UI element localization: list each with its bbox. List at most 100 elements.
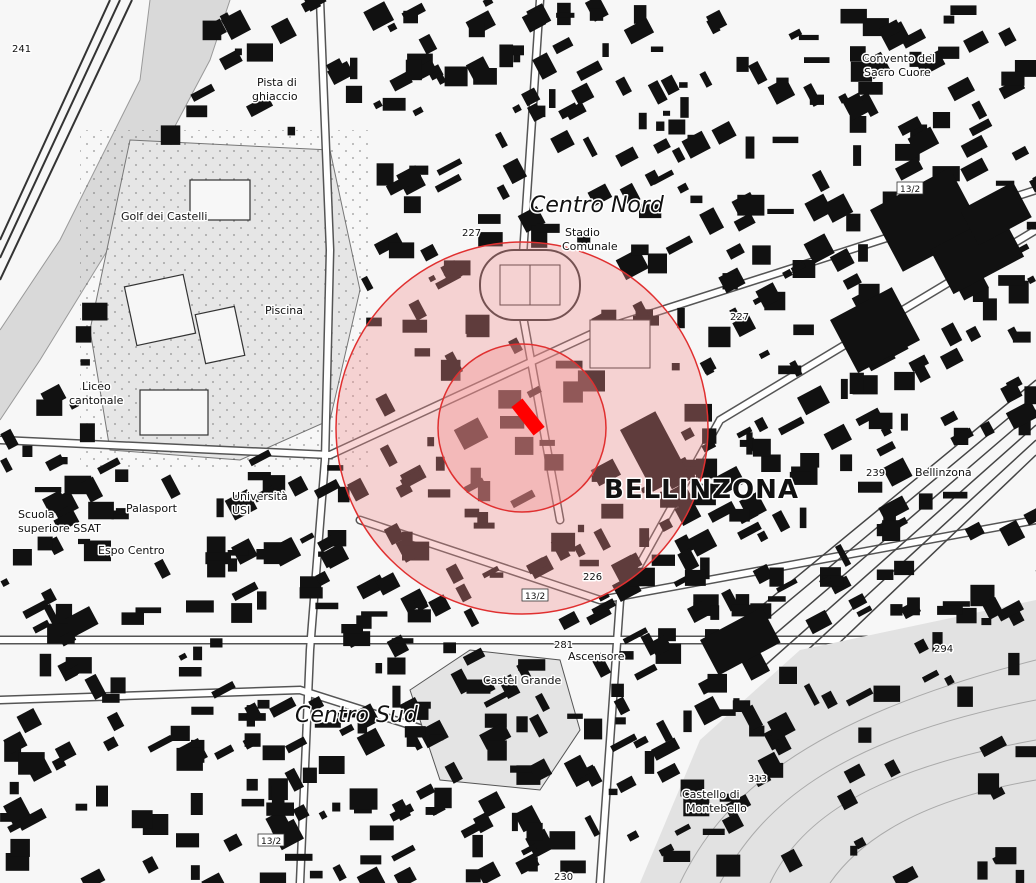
building bbox=[468, 23, 485, 38]
building bbox=[797, 385, 830, 416]
building bbox=[412, 106, 424, 117]
building bbox=[385, 176, 411, 196]
building bbox=[253, 485, 276, 503]
building bbox=[800, 453, 820, 468]
building bbox=[684, 569, 706, 586]
building bbox=[1008, 652, 1020, 676]
building bbox=[707, 500, 737, 523]
building bbox=[337, 711, 358, 718]
building bbox=[65, 664, 82, 679]
building bbox=[822, 575, 844, 587]
building bbox=[373, 232, 403, 256]
building bbox=[343, 631, 371, 647]
building bbox=[644, 751, 655, 774]
building bbox=[318, 810, 328, 820]
building bbox=[789, 471, 811, 485]
building bbox=[434, 173, 462, 193]
building bbox=[998, 27, 1017, 47]
building bbox=[650, 737, 681, 761]
railway-west bbox=[0, 0, 133, 281]
building bbox=[719, 793, 739, 802]
building bbox=[535, 692, 550, 712]
building bbox=[406, 727, 423, 751]
elevation-label: 227 bbox=[462, 228, 481, 239]
building bbox=[602, 43, 609, 57]
building bbox=[79, 423, 95, 443]
building bbox=[960, 181, 1032, 246]
building bbox=[882, 457, 913, 487]
building bbox=[414, 348, 431, 357]
building bbox=[473, 68, 497, 85]
building bbox=[332, 802, 341, 812]
building bbox=[608, 788, 618, 796]
elevation-label: 239 bbox=[866, 468, 885, 479]
building bbox=[960, 134, 988, 158]
building bbox=[408, 299, 427, 321]
project-site[interactable] bbox=[511, 398, 545, 436]
building bbox=[190, 865, 200, 880]
building bbox=[837, 788, 859, 811]
building bbox=[590, 458, 622, 487]
building bbox=[416, 783, 436, 800]
building bbox=[444, 761, 463, 784]
sports-pitches bbox=[123, 179, 251, 436]
building bbox=[227, 550, 249, 556]
building bbox=[845, 687, 874, 707]
building bbox=[80, 476, 104, 503]
building bbox=[778, 365, 802, 375]
building bbox=[977, 861, 988, 880]
building bbox=[589, 8, 604, 21]
building bbox=[699, 207, 725, 236]
building bbox=[615, 717, 626, 725]
building bbox=[335, 715, 345, 725]
building bbox=[848, 593, 868, 610]
building bbox=[944, 674, 955, 686]
building bbox=[402, 531, 413, 546]
building bbox=[435, 271, 462, 290]
building bbox=[840, 378, 848, 399]
building bbox=[515, 853, 540, 875]
building bbox=[518, 659, 546, 671]
building bbox=[383, 522, 405, 546]
building bbox=[257, 591, 267, 610]
building bbox=[798, 34, 819, 41]
outer-buffer[interactable] bbox=[335, 241, 709, 615]
road-shield: 13/2 bbox=[896, 181, 924, 195]
building bbox=[37, 536, 53, 551]
building bbox=[214, 744, 235, 760]
building bbox=[679, 82, 688, 88]
inner-buffer[interactable] bbox=[437, 343, 607, 513]
building bbox=[555, 360, 583, 369]
building bbox=[999, 519, 1026, 547]
building bbox=[16, 707, 42, 734]
building bbox=[613, 696, 631, 716]
building bbox=[873, 685, 901, 702]
building bbox=[302, 767, 317, 783]
place-label-stadio-2: Comunale bbox=[562, 240, 618, 253]
building bbox=[356, 866, 386, 883]
building bbox=[445, 563, 464, 584]
building bbox=[677, 182, 689, 194]
building bbox=[653, 138, 671, 154]
building bbox=[379, 444, 398, 467]
building bbox=[532, 52, 558, 80]
building bbox=[658, 843, 675, 857]
building bbox=[219, 49, 243, 71]
building bbox=[247, 472, 271, 481]
building bbox=[868, 412, 893, 430]
building bbox=[241, 798, 265, 807]
building bbox=[732, 314, 757, 338]
building bbox=[453, 417, 489, 451]
building bbox=[190, 83, 215, 102]
building bbox=[623, 18, 655, 45]
building bbox=[938, 46, 960, 59]
building bbox=[366, 317, 382, 327]
building bbox=[590, 652, 612, 678]
building bbox=[680, 779, 705, 797]
buffer-zone[interactable] bbox=[335, 241, 709, 615]
building bbox=[347, 477, 370, 502]
building bbox=[842, 92, 869, 121]
building bbox=[754, 416, 769, 433]
building bbox=[556, 12, 575, 18]
